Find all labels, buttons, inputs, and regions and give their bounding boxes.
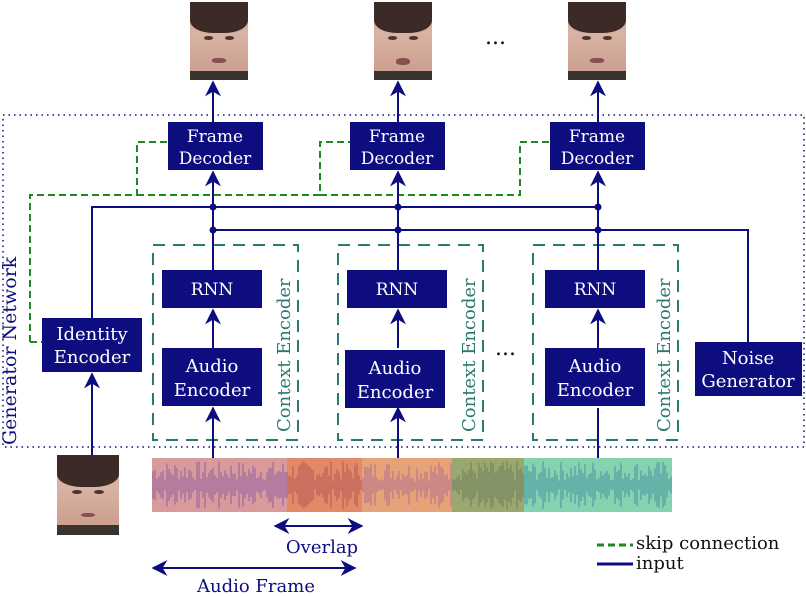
audio-encoder-line1: Audio xyxy=(185,356,239,377)
noise-generator-line1: Noise xyxy=(722,348,774,369)
identity-encoder-line2: Encoder xyxy=(54,347,131,368)
audio-encoder-line1: Audio xyxy=(568,356,622,377)
context-encoder-box-3 xyxy=(532,244,679,441)
audio-frame-indicator: Audio Frame xyxy=(151,560,357,596)
face-icon xyxy=(568,2,626,80)
frame-decoder-line1: Frame xyxy=(569,127,625,147)
ellipsis-middle: ... xyxy=(495,336,516,361)
audio-encoder-line2: Encoder xyxy=(174,380,251,401)
context-encoder-boxes xyxy=(152,244,679,441)
frame-decoder-3: Frame Decoder xyxy=(550,122,645,170)
identity-encoder: Identity Encoder xyxy=(42,318,142,372)
audio-encoder-1: Audio Encoder xyxy=(162,348,262,406)
ellipsis-top: ... xyxy=(485,25,506,50)
frame-decoder-line2: Decoder xyxy=(179,149,252,169)
face-icon xyxy=(374,2,432,80)
rnn-label: RNN xyxy=(574,280,617,300)
frame-decoder-2: Frame Decoder xyxy=(350,122,445,170)
rnn-label: RNN xyxy=(376,280,419,300)
overlap-indicator: Overlap xyxy=(273,518,364,558)
identity-encoder-line1: Identity xyxy=(56,324,128,345)
rnn-1: RNN xyxy=(162,270,262,308)
context-encoder-label-3: Context Encoder xyxy=(654,278,675,432)
skip-connections xyxy=(29,141,550,343)
overlap-label: Overlap xyxy=(286,537,358,558)
audio-encoder-2: Audio Encoder xyxy=(345,350,445,408)
frame-decoder-1: Frame Decoder xyxy=(168,122,263,170)
junction-dots xyxy=(209,203,602,234)
rnn-3: RNN xyxy=(545,270,645,308)
face-icon xyxy=(57,455,119,535)
noise-generator: Noise Generator xyxy=(695,342,802,396)
legend: skip connection input xyxy=(597,533,780,574)
frame-decoder-line1: Frame xyxy=(369,127,425,147)
legend-input-label: input xyxy=(636,553,684,574)
noise-generator-line2: Generator xyxy=(701,371,795,392)
audio-waveform xyxy=(152,458,672,512)
context-encoder-box-1 xyxy=(152,244,299,441)
audio-encoder-line2: Encoder xyxy=(557,380,634,401)
face-icon xyxy=(190,2,248,80)
context-encoder-box-2 xyxy=(337,244,484,441)
audio-frame-label: Audio Frame xyxy=(196,576,315,596)
input-wires xyxy=(84,80,749,458)
context-encoder-label-2: Context Encoder xyxy=(459,278,480,432)
legend-skip-label: skip connection xyxy=(636,533,780,554)
audio-encoder-line1: Audio xyxy=(368,358,422,379)
frame-decoder-line2: Decoder xyxy=(361,149,434,169)
frame-decoder-line1: Frame xyxy=(187,127,243,147)
generator-network-label: Generator Network xyxy=(0,256,21,445)
frame-decoder-line2: Decoder xyxy=(561,149,634,169)
rnn-2: RNN xyxy=(347,270,447,308)
rnn-label: RNN xyxy=(191,280,234,300)
context-encoder-label-1: Context Encoder xyxy=(274,278,295,432)
audio-encoder-line2: Encoder xyxy=(357,382,434,403)
audio-encoder-3: Audio Encoder xyxy=(545,348,645,406)
